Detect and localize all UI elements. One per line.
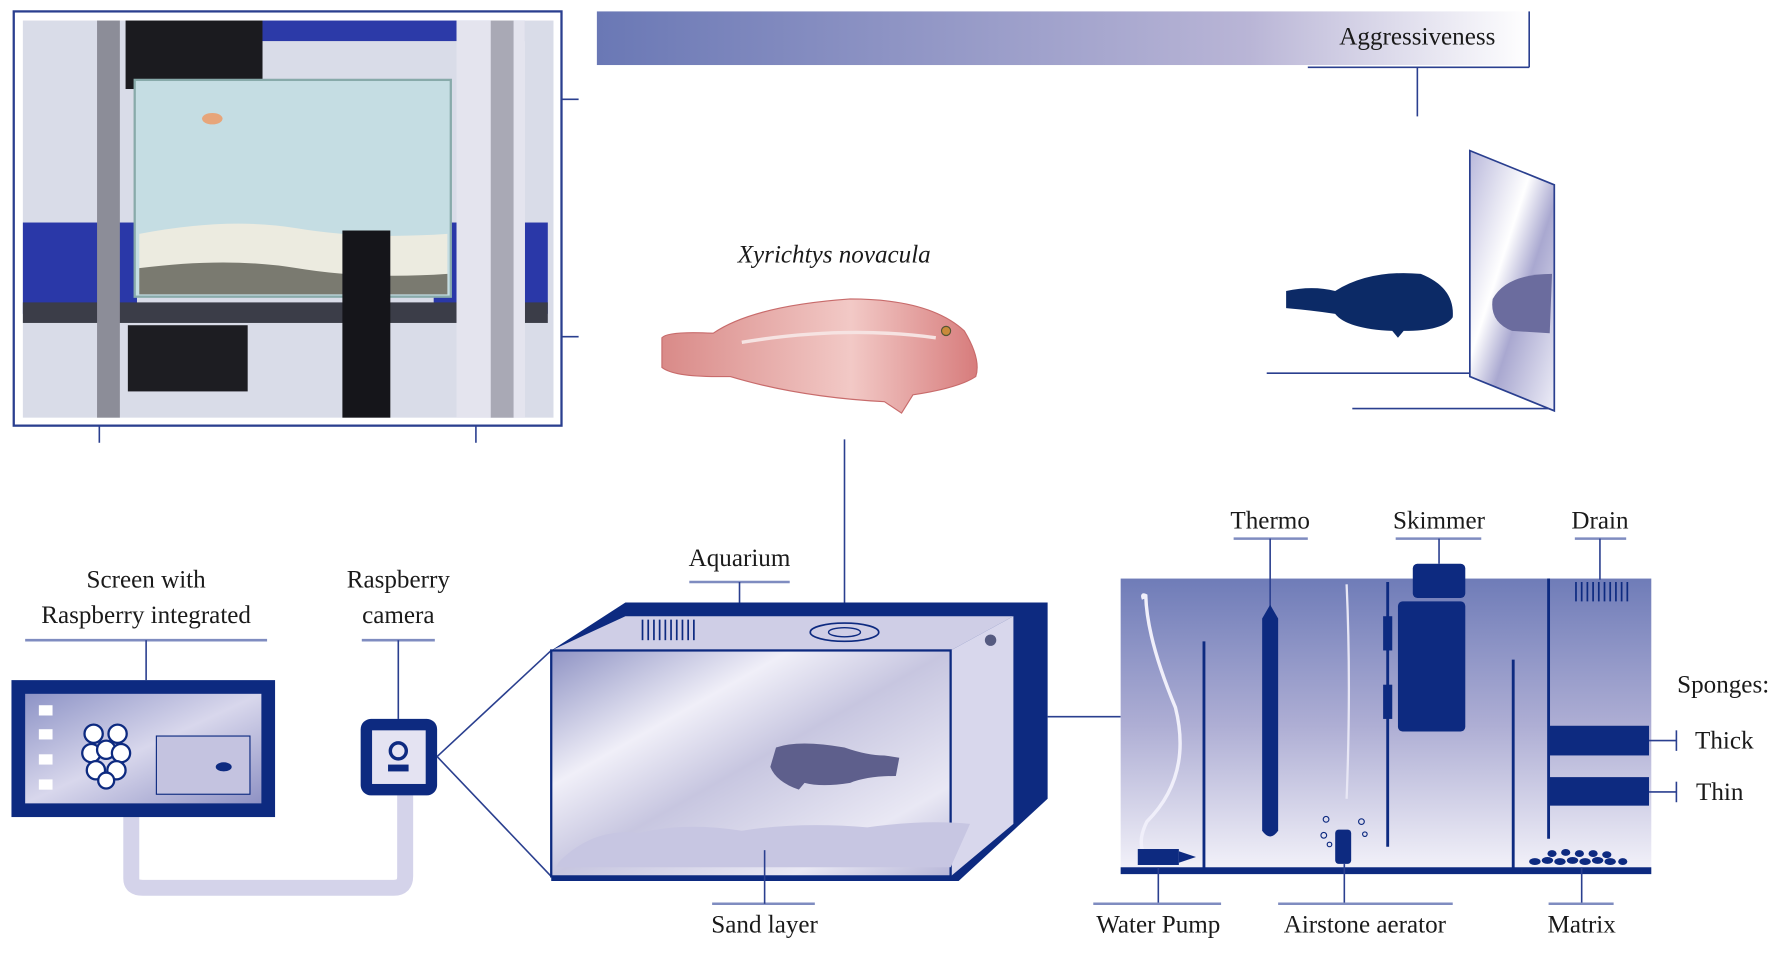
aggressiveness-label: Aggressiveness (1339, 24, 1495, 51)
sand-layer-label: Sand layer (711, 911, 818, 938)
sand (555, 822, 971, 868)
airstone (1335, 829, 1352, 864)
screen-with-raspberry: Screen with Raspberry integrated (11, 567, 414, 896)
thermo-label: Thermo (1230, 507, 1309, 534)
mirror-test (1266, 149, 1556, 413)
airstone-aerator-label: Airstone aerator (1284, 911, 1447, 938)
screen-label-line2: Raspberry integrated (41, 602, 251, 629)
matrix-label: Matrix (1548, 911, 1617, 938)
matrix-pebbles (1529, 849, 1628, 865)
aggressiveness-gradient-bar: Aggressiveness (596, 11, 1530, 117)
thick-sponge (1548, 725, 1650, 756)
mirror (1468, 149, 1556, 413)
sponges-label: Sponges: (1677, 672, 1769, 699)
raspberry-camera: Raspberry camera (347, 567, 552, 877)
sump-filter: Thermo Skimmer Drain Sponges: Thick Thin (1093, 507, 1769, 938)
water-pump (1137, 849, 1179, 865)
water-pump-label: Water Pump (1096, 911, 1220, 938)
drain-grate (1575, 581, 1629, 602)
setup-photo (12, 10, 579, 443)
thick-label: Thick (1695, 728, 1754, 755)
raspberry-pi-logo (81, 723, 132, 790)
thin-sponge (1548, 777, 1650, 806)
camera-label-line2: camera (362, 602, 434, 629)
aquarium: Aquarium Sand layer (550, 545, 1121, 938)
skimmer-label: Skimmer (1393, 507, 1486, 534)
fish-reflection (1492, 273, 1553, 334)
aquarium-label: Aquarium (689, 545, 791, 572)
fish-in-tank (770, 743, 900, 790)
thermometer (1262, 604, 1279, 837)
species-label: Xyrichtys novacula (737, 241, 931, 268)
camera-label-line1: Raspberry (347, 567, 451, 594)
fish-silhouette (1286, 273, 1453, 338)
screen-label-line1: Screen with (87, 567, 207, 594)
thin-label: Thin (1696, 779, 1744, 806)
xyrichtys-novacula-fish (661, 298, 978, 414)
skimmer (1412, 563, 1466, 598)
drain-label: Drain (1571, 507, 1629, 534)
